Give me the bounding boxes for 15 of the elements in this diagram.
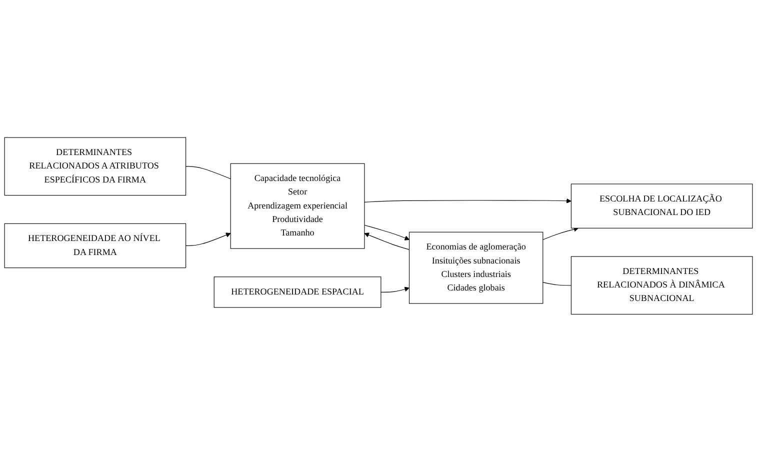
arrow xyxy=(380,286,410,293)
node-box: Capacidade tecnológica Setor Aprendizagem experiencial Produtividade Tamanho xyxy=(230,163,365,249)
node-box: DETERMINANTES RELACIONADOS À DINÂMICA SUBNACIONAL xyxy=(570,256,753,315)
node-box: HETEROGENEIDADE AO NÍVEL DA FIRMA xyxy=(4,223,186,268)
node-box: HETEROGENEIDADE ESPACIAL xyxy=(214,276,382,308)
node-box: ESCOLHA DE LOCALIZAÇÃO SUBNACIONAL DO IED xyxy=(570,184,753,229)
connector xyxy=(186,166,231,180)
arrow xyxy=(364,198,572,204)
arrow xyxy=(364,232,410,250)
arrow xyxy=(186,232,231,246)
arrow xyxy=(542,227,579,240)
connector xyxy=(542,282,572,286)
node-box: DETERMINANTES RELACIONADOS A ATRIBUTOS ESPECÍFICOS DA FIRMA xyxy=(4,137,186,196)
arrow xyxy=(364,224,410,240)
node-box: Economias de aglomeração Insituições subnacionais Clusters industriais Cidades globais xyxy=(408,232,544,304)
